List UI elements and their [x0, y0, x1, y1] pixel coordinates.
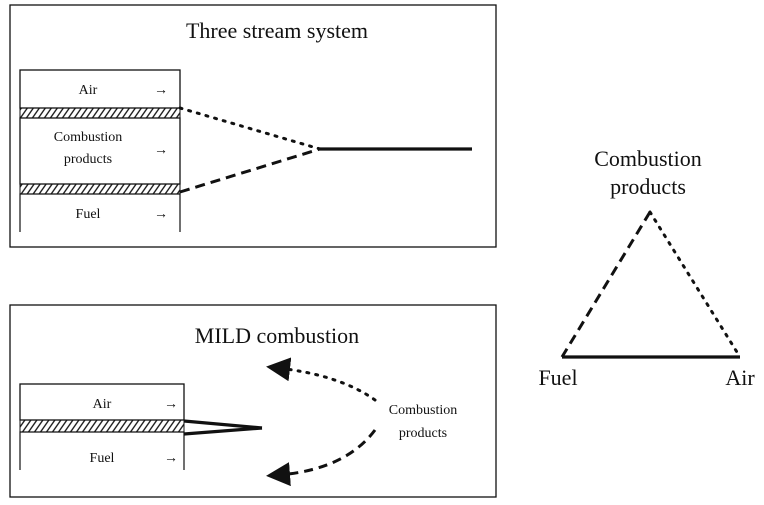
fuel-mixing-dashed-line: [179, 147, 321, 194]
triangle-top-label-line1: Combustion: [594, 146, 702, 171]
three-stream-panel: Three stream system Air → Combustion pro…: [9, 4, 497, 248]
combustion-flow-arrow-icon: →: [154, 143, 168, 158]
triangle-top-label-line2: products: [610, 174, 686, 199]
mild-products-label-line2: products: [399, 426, 447, 441]
air-stream-label: Air: [79, 83, 98, 98]
mixture-triangle: Combustion products Fuel Air: [538, 146, 755, 390]
fuel-stream-label: Fuel: [76, 207, 101, 222]
fuel-channel: [19, 193, 181, 232]
mild-air-label: Air: [93, 397, 112, 412]
mild-products-label-line1: Combustion: [389, 403, 457, 418]
splitter-wall-lower: [19, 183, 181, 195]
mild-title: MILD combustion: [195, 323, 359, 348]
mild-frame: [9, 304, 497, 498]
mild-fuel-label: Fuel: [90, 451, 115, 466]
triangle-fuel-side-dashed: [560, 211, 652, 358]
triangle-air-label: Air: [725, 365, 755, 390]
three-stream-frame: [9, 4, 497, 248]
mild-fuel-arrow-icon: →: [164, 451, 178, 466]
jet-line-upper: [183, 419, 263, 430]
mild-splitter-wall: [19, 419, 185, 433]
air-mixing-dotted-line: [178, 106, 322, 151]
mild-combustion-panel: MILD combustion Air → Fuel → Combustion …: [9, 304, 497, 498]
recirculation-dashed-arrow: [266, 429, 377, 487]
splitter-wall-upper: [19, 107, 181, 119]
triangle-fuel-label: Fuel: [538, 365, 577, 390]
mild-fuel-channel: [19, 431, 185, 470]
mild-air-arrow-icon: →: [164, 397, 178, 412]
combustion-stream-label-line1: Combustion: [54, 130, 122, 145]
air-flow-arrow-icon: →: [154, 83, 168, 98]
fuel-flow-arrow-icon: →: [154, 207, 168, 222]
jet-line-lower: [183, 426, 263, 436]
triangle-air-side-dotted: [648, 210, 742, 359]
three-stream-title: Three stream system: [186, 18, 368, 43]
combustion-stream-label-line2: products: [64, 152, 112, 167]
recirculation-dotted-arrow: [266, 357, 377, 402]
